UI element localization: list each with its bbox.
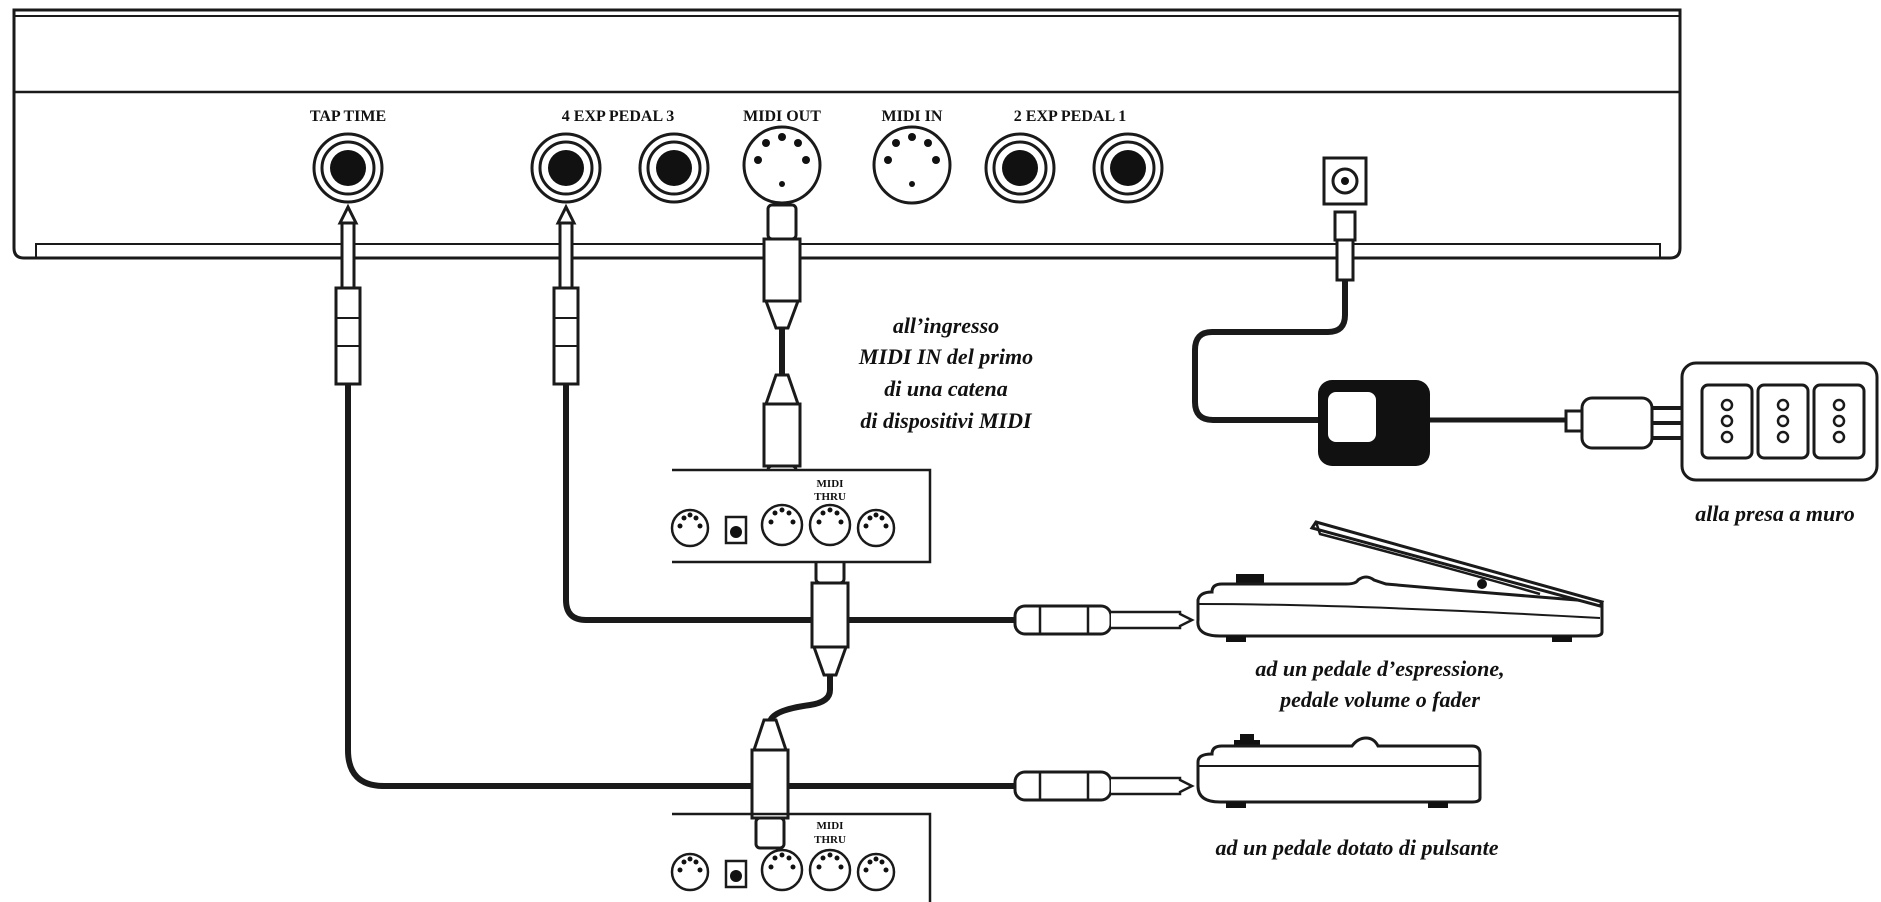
switch-pedal-label: ad un pedale dotato di pulsante	[1216, 835, 1499, 860]
wall-socket-label: alla presa a muro	[1695, 501, 1855, 526]
exp-pedal-cable	[552, 203, 1015, 623]
tap-time-label: TAP TIME	[310, 108, 386, 125]
midi-in-label: MIDI IN	[882, 108, 943, 125]
switch-pedal	[1196, 734, 1482, 808]
midi-chain-line-2: MIDI IN del primo	[858, 344, 1033, 369]
midi-thru-label-2b: THRU	[814, 834, 846, 846]
expression-pedal-line-1: ad un pedale d’espressione,	[1255, 656, 1504, 681]
rear-panel	[12, 8, 1682, 260]
wall-socket	[1680, 361, 1879, 482]
power-adapter	[1192, 210, 1690, 466]
power-jack[interactable]	[1322, 156, 1368, 206]
midi-chain-annotation: all’ingresso MIDI IN del primo di una ca…	[858, 313, 1033, 433]
switch-pedal-plug	[1013, 770, 1195, 802]
tap-time-cable	[334, 203, 1015, 789]
exp-pedal-2-jack[interactable]	[984, 132, 1056, 204]
expression-pedal	[1196, 520, 1605, 642]
expression-pedal-annotation: ad un pedale d’espressione, pedale volum…	[1255, 656, 1504, 712]
midi-device-2	[670, 812, 932, 902]
exp-pedal-1-2-label: 2 EXP PEDAL 1	[1014, 108, 1126, 125]
midi-chain-line-3: di una catena	[884, 376, 1007, 401]
midi-out-label: MIDI OUT	[743, 108, 821, 125]
expression-pedal-line-2: pedale volume o fader	[1278, 687, 1480, 712]
midi-thru-label-1a: MIDI	[817, 478, 844, 490]
midi-device-1	[670, 468, 932, 564]
exp-pedal-1-jack[interactable]	[1092, 132, 1164, 204]
midi-out-port[interactable]	[742, 125, 822, 205]
midi-thru-label-1b: THRU	[814, 491, 846, 503]
midi-in-port[interactable]	[872, 125, 952, 205]
midi-thru-label-2a: MIDI	[817, 820, 844, 832]
exp-pedal-4-jack[interactable]	[530, 132, 602, 204]
exp-pedal-3-jack[interactable]	[638, 132, 710, 204]
midi-thru-cable	[750, 553, 850, 850]
tap-time-jack[interactable]	[312, 132, 384, 204]
exp-pedal-plug	[1013, 604, 1195, 636]
midi-chain-line-1: all’ingresso	[893, 313, 999, 338]
exp-pedal-3-4-label: 4 EXP PEDAL 3	[562, 108, 674, 125]
midi-chain-line-4: di dispositivi MIDI	[860, 408, 1033, 433]
midi-out-cable	[762, 203, 802, 498]
